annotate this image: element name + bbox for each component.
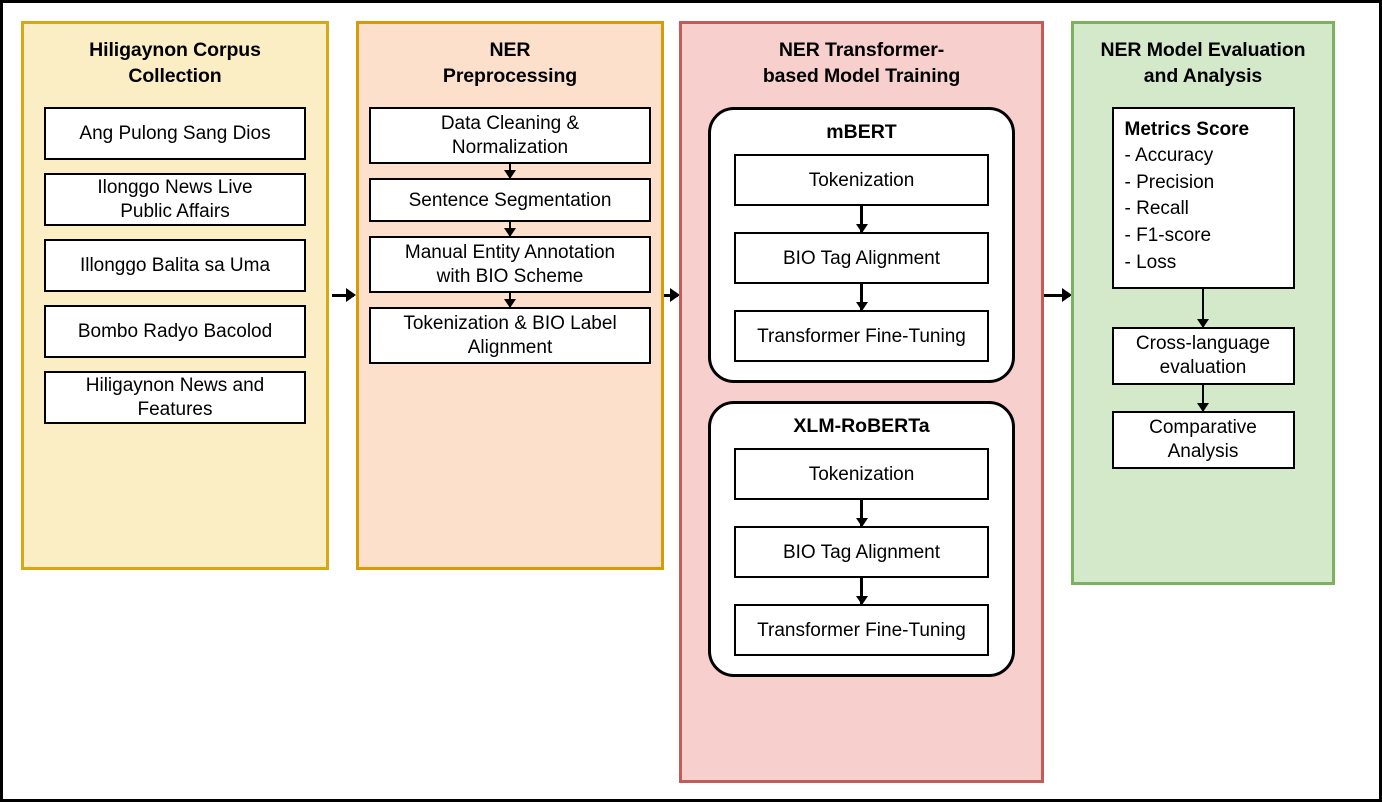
- stage-ner-preprocessing: NER Preprocessing Data Cleaning & Normal…: [356, 21, 664, 570]
- evaluation-step-cross-language[interactable]: Cross-language evaluation: [1111, 326, 1295, 385]
- model-step-transformer-fine-tuning[interactable]: Transformer Fine-Tuning: [734, 310, 989, 363]
- flow-arrow-down-icon: [860, 206, 863, 233]
- flow-arrow-down-icon: [860, 284, 863, 311]
- corpus-source-item[interactable]: Ang Pulong Sang Dios: [44, 107, 306, 161]
- preprocessing-step[interactable]: Sentence Segmentation: [369, 178, 651, 223]
- model-step-bio-tag-alignment[interactable]: BIO Tag Alignment: [734, 526, 989, 579]
- model-card-mbert-title: mBERT: [826, 121, 897, 144]
- corpus-source-item[interactable]: Ilonggo News Live Public Affairs: [44, 173, 306, 227]
- connector-training-to-evaluation-arrow-icon: [1044, 294, 1070, 297]
- model-card-xlm-roberta-title: XLM-RoBERTa: [793, 415, 930, 438]
- flow-arrow-down-icon: [508, 222, 512, 237]
- model-step-tokenization[interactable]: Tokenization: [734, 448, 989, 501]
- flow-arrow-down-icon: [860, 500, 863, 527]
- model-step-bio-tag-alignment[interactable]: BIO Tag Alignment: [734, 232, 989, 285]
- stage-training-title: NER Transformer- based Model Training: [762, 39, 961, 87]
- preprocessing-step[interactable]: Tokenization & BIO Label Alignment: [369, 307, 651, 365]
- model-mbert-step-chain: Tokenization BIO Tag Alignment Transform…: [734, 154, 989, 363]
- flow-arrow-down-icon: [860, 578, 863, 605]
- model-card-mbert[interactable]: mBERT Tokenization BIO Tag Alignment Tra…: [708, 107, 1015, 384]
- corpus-source-item[interactable]: Bombo Radyo Bacolod: [44, 305, 306, 359]
- model-card-xlm-roberta[interactable]: XLM-RoBERTa Tokenization BIO Tag Alignme…: [708, 401, 1015, 678]
- metrics-item: - Recall: [1124, 198, 1189, 220]
- connector-preprocessing-to-training-arrow-icon: [664, 294, 678, 297]
- flow-arrow-down-icon: [1201, 384, 1205, 411]
- model-step-transformer-fine-tuning[interactable]: Transformer Fine-Tuning: [734, 604, 989, 657]
- stage-evaluation-title: NER Model Evaluation and Analysis: [1100, 39, 1306, 87]
- evaluation-step-comparative-analysis[interactable]: Comparative Analysis: [1111, 410, 1295, 469]
- preprocessing-step[interactable]: Data Cleaning & Normalization: [369, 107, 651, 165]
- flow-arrow-down-icon: [508, 164, 512, 179]
- flow-arrow-down-icon: [1201, 288, 1205, 327]
- metrics-score-heading: Metrics Score: [1124, 119, 1250, 141]
- corpus-source-item[interactable]: Hiligaynon News and Features: [44, 371, 306, 425]
- metrics-item: - Precision: [1124, 171, 1215, 193]
- metrics-item: - F1-score: [1124, 225, 1212, 247]
- corpus-source-item[interactable]: Illonggo Balita sa Uma: [44, 239, 306, 293]
- corpus-source-list: Ang Pulong Sang Dios Ilonggo News Live P…: [44, 107, 306, 425]
- metrics-item: - Accuracy: [1124, 144, 1214, 166]
- flow-arrow-down-icon: [508, 293, 512, 308]
- stage-model-evaluation: NER Model Evaluation and Analysis Metric…: [1071, 21, 1335, 585]
- stage-preprocessing-title: NER Preprocessing: [442, 39, 578, 87]
- stage-corpus-title: Hiligaynon Corpus Collection: [89, 39, 261, 87]
- metrics-item: - Loss: [1124, 252, 1177, 274]
- stage-model-training: NER Transformer- based Model Training mB…: [679, 21, 1044, 783]
- preprocessing-step-chain: Data Cleaning & Normalization Sentence S…: [369, 107, 651, 365]
- metrics-score-box[interactable]: Metrics Score - Accuracy - Precision - R…: [1111, 107, 1295, 289]
- evaluation-step-chain: Metrics Score - Accuracy - Precision - R…: [1111, 107, 1295, 469]
- model-xlm-roberta-step-chain: Tokenization BIO Tag Alignment Transform…: [734, 448, 989, 657]
- connector-corpus-to-preprocessing-arrow-icon: [332, 294, 354, 297]
- stage-corpus-collection: Hiligaynon Corpus Collection Ang Pulong …: [21, 21, 329, 570]
- preprocessing-step[interactable]: Manual Entity Annotation with BIO Scheme: [369, 236, 651, 294]
- model-step-tokenization[interactable]: Tokenization: [734, 154, 989, 207]
